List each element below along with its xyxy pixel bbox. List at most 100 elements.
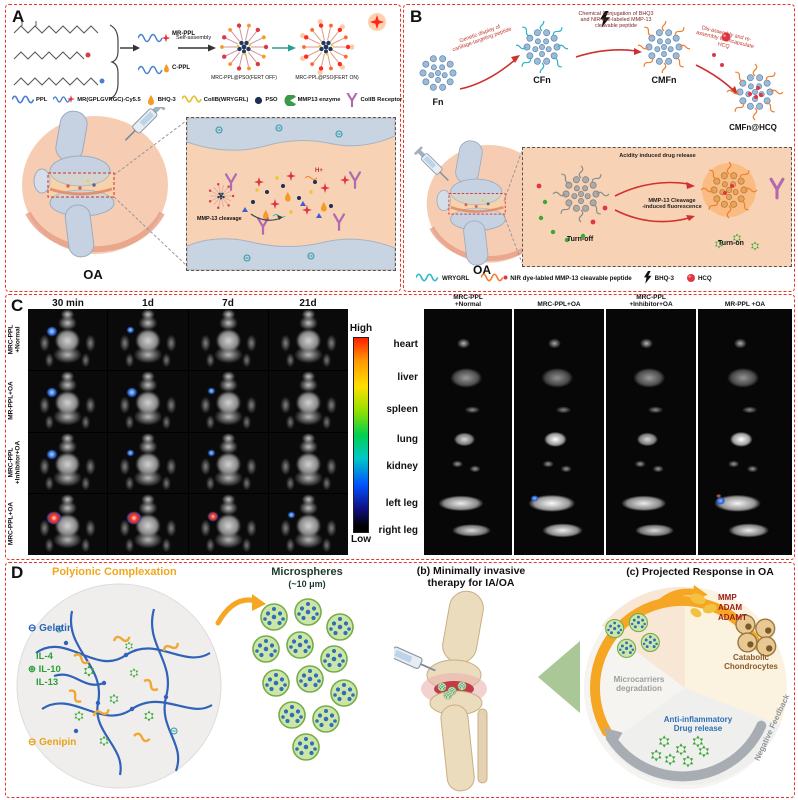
timepoint-21d: 21d: [299, 298, 317, 309]
mouse-image: [188, 309, 268, 370]
joint-space-inset-a-graphic: [187, 118, 395, 270]
self-assembly-arrow: [178, 44, 216, 52]
mouse-image: [28, 309, 108, 370]
organ-image-panel-3: [606, 309, 696, 555]
mouse-image: [188, 370, 268, 432]
turn-off-particle-icon: [552, 165, 610, 223]
joint-space-inset-a: MMP-13 cleavage H+: [186, 117, 396, 271]
np-on-label: MRC-PPL@PSO(FERT ON): [295, 75, 359, 81]
acidity-label: Acidity induced drug release: [619, 153, 696, 159]
panel-d: D Polyionic Complexation ⊖ Gelatin IL-4 …: [5, 562, 795, 798]
fluorescence-spot: [47, 388, 58, 398]
mmp-adam-label: MMP ADAM ADAMT: [718, 593, 747, 622]
fluorescence-inset-b-graphic: [536, 161, 785, 251]
fluorescence-spot: [207, 511, 218, 521]
bhq3-drop-icon: [147, 94, 154, 105]
mmp-cleavage-label: MMP-13 Cleavage -induced fluorescence: [642, 198, 702, 210]
assembly-arrow-2: [272, 44, 296, 52]
mouse-row-label-4: MRC-PPL+OA: [7, 501, 15, 546]
timepoint-7d: 7d: [222, 298, 234, 309]
legend-a-mmp13: MMP13 enzyme: [284, 94, 341, 106]
mmp-enzyme-blobs: [690, 593, 717, 618]
legend-a-ppl-label: PPL: [36, 97, 48, 103]
legend-a-mmp13-label: MMP13 enzyme: [297, 97, 341, 103]
microsphere-cluster: [252, 598, 358, 761]
mouse-image: [268, 370, 348, 432]
mouse-image: [268, 494, 348, 555]
scale-high-label: High: [349, 323, 373, 334]
anti-inflammatory-label: Anti-inflammatory Drug release: [663, 715, 733, 733]
fn-cage-icon: [419, 54, 457, 92]
h-plus-label: H+: [315, 168, 323, 174]
organ-col-header-4: MR-PPL +OA: [724, 301, 766, 309]
fluorescence-spot: [127, 388, 138, 398]
fluorescence-spot: [207, 388, 215, 395]
microspheres-title: Microspheres: [271, 566, 343, 578]
organ-image-panel-2: [514, 309, 604, 555]
legend-b-hcq-label: HCQ: [697, 274, 712, 282]
mouse-image: [28, 432, 108, 494]
legend-a-mr: MR(GPLGVRGC)-Cy5.5: [53, 95, 141, 105]
oa-label-b: OA: [473, 263, 491, 277]
knee-joint-d-graphic: [394, 590, 488, 792]
organ-col-header-2: MRC-PPL+OA: [537, 301, 581, 309]
organ-image-panel-1: [424, 309, 512, 555]
arrow-right-icon: [120, 44, 140, 52]
fn-label: Fn: [432, 97, 444, 107]
legend-a-bhq3: BHQ-3: [147, 94, 176, 106]
np-off-label: MRC-PPL@PSO(FERT OFF): [211, 75, 277, 81]
organ-label-left-leg: left leg: [385, 498, 418, 509]
panel-a-label: A: [12, 7, 25, 26]
wrygrl-wave-icon: [416, 273, 439, 282]
organ-label-liver: liver: [397, 372, 418, 383]
panel-d-label: D: [11, 563, 24, 582]
polyionic-complex-graphic: [16, 583, 222, 789]
panel-b-label: B: [410, 7, 423, 26]
c-ppl-icon: [138, 64, 169, 75]
legend-a-ppl: PPL: [12, 95, 47, 105]
collb-receptor-icon: [346, 93, 359, 107]
self-assembly-label: Self-assembly: [176, 35, 212, 41]
mr-ppl-icon: [138, 33, 171, 43]
orange-cycle-arrow: [590, 596, 763, 737]
panel-b: B Fn Genetic display of cartilage-target…: [403, 4, 795, 292]
mmp13-enzyme-icon: [284, 94, 296, 106]
scale-low-label: Low: [351, 534, 371, 545]
chemical-structures-graphic: [13, 21, 119, 99]
organ-col-header-1: MRC-PPL +Normal: [453, 294, 483, 309]
organ-col-header-3: MRC-PPL +Inhibitor+OA: [629, 294, 673, 309]
oa-label-a: OA: [83, 267, 103, 282]
step2-label: Chemical Conjugation of BHQ3 and NIR dye…: [578, 11, 654, 29]
mouse-image: [188, 494, 268, 555]
cmfn-label: CMFn: [651, 75, 677, 85]
nanoparticle-fert-off-icon: [220, 22, 269, 72]
projected-response-diagram: [583, 584, 787, 790]
legend-b: WRYGRL NIR dye-labled MMP-13 cleavable p…: [416, 271, 788, 285]
pso-dot-icon: [255, 96, 263, 104]
organ-label-heart: heart: [393, 339, 418, 350]
mouse-image: [28, 494, 108, 555]
cmfn-cage-icon: [638, 21, 690, 73]
gelatin-label: ⊖ Gelatin: [28, 623, 74, 634]
mouse-image: [108, 494, 188, 555]
microspheres-size: (~10 μm): [288, 579, 326, 589]
fluorescence-spot: [47, 450, 58, 460]
genipin-crosslinks: [68, 635, 180, 743]
timepoint-1d: 1d: [142, 298, 154, 309]
legend-b-wrygrl: WRYGRL: [416, 273, 469, 283]
cmfn-hcq-label: CMFn@HCQ: [729, 123, 777, 132]
hcq-dot-icon: [686, 274, 695, 282]
panel-c-label: C: [11, 296, 24, 315]
legend-b-wrygrl-label: WRYGRL: [442, 274, 470, 282]
organ-label-right-leg: right leg: [378, 525, 418, 536]
collb-wave-icon: [181, 95, 202, 103]
timepoint-30min: 30 min: [52, 298, 84, 309]
panel-a: A MR-PPL C-PPL Self-assembly MRC-PPL@PSO…: [5, 4, 402, 292]
fluorescence-glow-icon: [368, 13, 386, 31]
il10-label: ⊕ IL-10: [28, 664, 61, 675]
organ-label-lung: lung: [396, 434, 418, 445]
knee-joint-a-graphic: [10, 107, 180, 267]
cmfn-hcq-cage-icon: [726, 63, 784, 121]
mouse-image: [108, 309, 188, 370]
